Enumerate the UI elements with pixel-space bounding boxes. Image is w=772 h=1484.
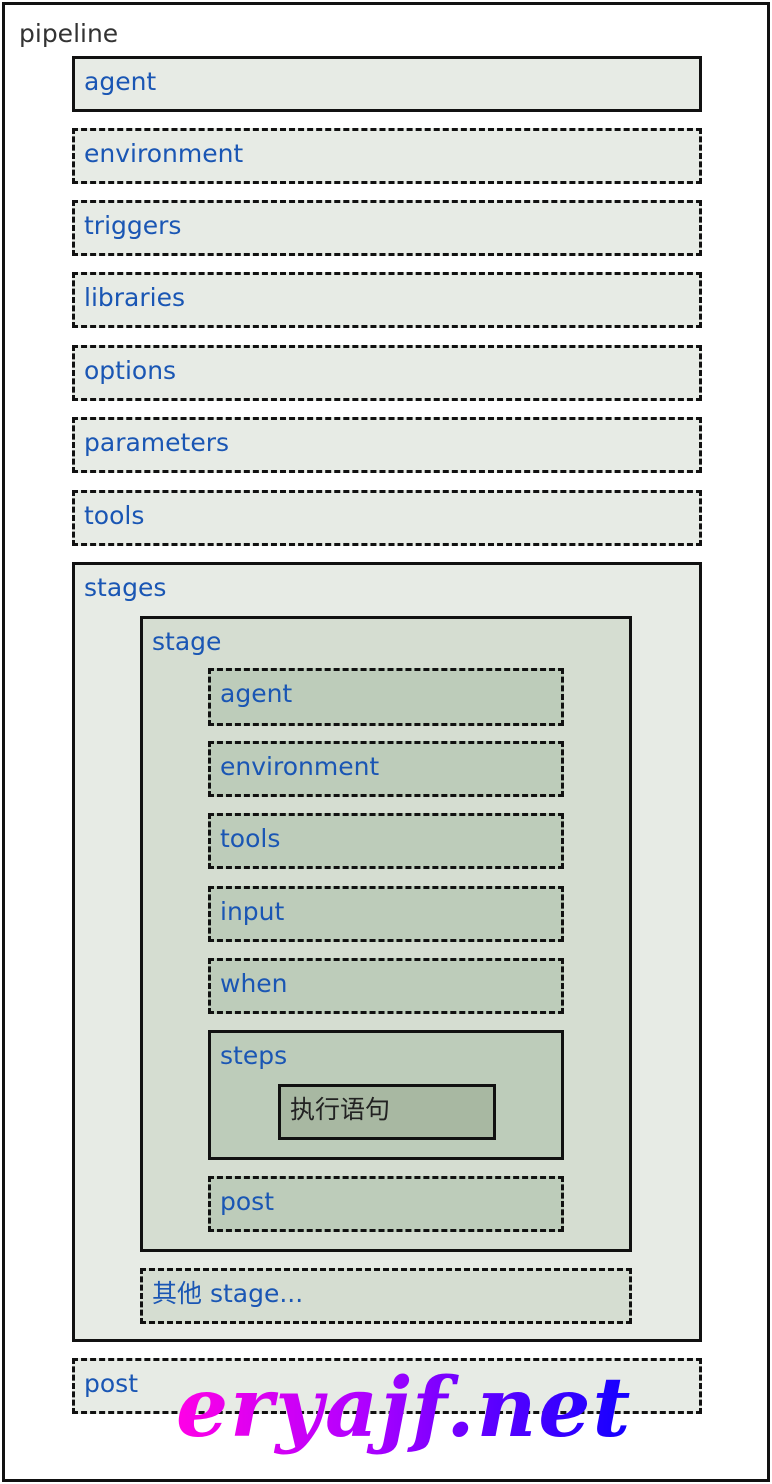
stage-label: stage	[152, 627, 222, 656]
stage-environment-label: environment	[220, 752, 380, 781]
stages-label: stages	[84, 573, 167, 602]
post-block: post	[72, 1358, 702, 1414]
stage-input-label: input	[220, 897, 285, 926]
other-stage-label: 其他 stage...	[152, 1279, 304, 1308]
stage-tools-block: tools	[208, 813, 564, 869]
post-label: post	[84, 1369, 138, 1398]
stage-when-block: when	[208, 958, 564, 1014]
tools-block: tools	[72, 490, 702, 546]
libraries-block: libraries	[72, 272, 702, 328]
stage-input-block: input	[208, 886, 564, 942]
options-label: options	[84, 356, 177, 385]
step-statement-block: 执行语句	[278, 1084, 496, 1140]
environment-block: environment	[72, 128, 702, 184]
agent-block: agent	[72, 56, 702, 112]
other-stage-block: 其他 stage...	[140, 1268, 632, 1324]
stage-agent-label: agent	[220, 679, 293, 708]
tools-label: tools	[84, 501, 145, 530]
stage-agent-block: agent	[208, 668, 564, 726]
libraries-label: libraries	[84, 283, 185, 312]
stage-post-label: post	[220, 1187, 274, 1216]
parameters-label: parameters	[84, 428, 230, 457]
steps-label: steps	[220, 1041, 288, 1070]
agent-label: agent	[84, 67, 157, 96]
options-block: options	[72, 345, 702, 401]
stage-tools-label: tools	[220, 824, 281, 853]
stage-environment-block: environment	[208, 741, 564, 797]
parameters-block: parameters	[72, 417, 702, 473]
triggers-block: triggers	[72, 200, 702, 256]
triggers-label: triggers	[84, 211, 182, 240]
environment-label: environment	[84, 139, 244, 168]
stage-when-label: when	[220, 969, 288, 998]
stage-post-block: post	[208, 1176, 564, 1232]
step-statement-label: 执行语句	[290, 1095, 391, 1124]
watermark-text: eryajf.net	[176, 1360, 633, 1456]
pipeline-label: pipeline	[19, 19, 119, 48]
